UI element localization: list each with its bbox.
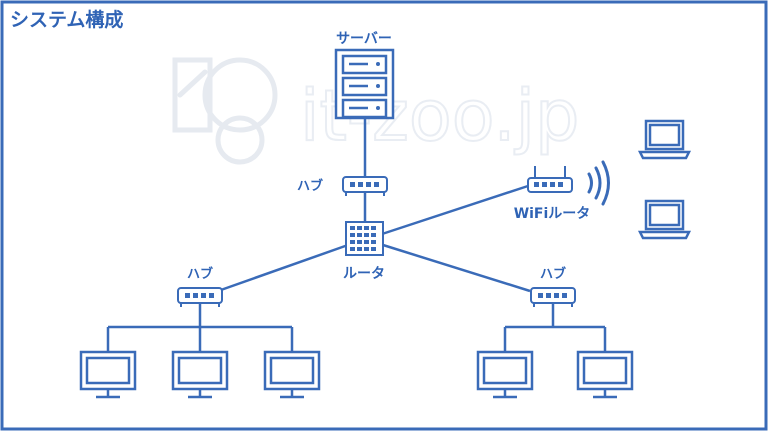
hub-left-label: ハブ xyxy=(187,266,213,282)
wifi-signal-icon xyxy=(587,160,610,206)
laptop-icon xyxy=(637,199,692,240)
desktop-monitor-icon xyxy=(476,350,534,399)
link-router-hub-right xyxy=(382,243,531,293)
hub-right-label: ハブ xyxy=(540,266,566,282)
link-router-wifi xyxy=(381,184,529,236)
watermark-logo xyxy=(172,57,278,165)
router-label: ルータ xyxy=(343,266,385,282)
desktop-monitor-icon xyxy=(576,350,634,399)
router-grid-cells xyxy=(350,226,376,251)
wifi-router-icon xyxy=(527,166,573,193)
desktop-monitor-icon xyxy=(79,350,137,399)
network-hub-icon xyxy=(342,176,388,196)
wifi-router-label: WiFiルータ xyxy=(514,206,591,222)
server-label: サーバー xyxy=(336,31,392,47)
desktop-monitor-icon xyxy=(263,350,321,399)
connection-lines xyxy=(106,118,607,352)
desktop-monitor-icon xyxy=(171,350,229,399)
hub-top-label: ハブ xyxy=(297,178,323,194)
diagram-title: システム構成 xyxy=(10,8,123,31)
laptop-icon xyxy=(637,119,692,160)
network-hub-icon xyxy=(177,287,223,307)
server-rack-icon xyxy=(334,48,395,120)
link-router-hub-left xyxy=(217,243,349,293)
network-hub-icon xyxy=(530,287,576,307)
